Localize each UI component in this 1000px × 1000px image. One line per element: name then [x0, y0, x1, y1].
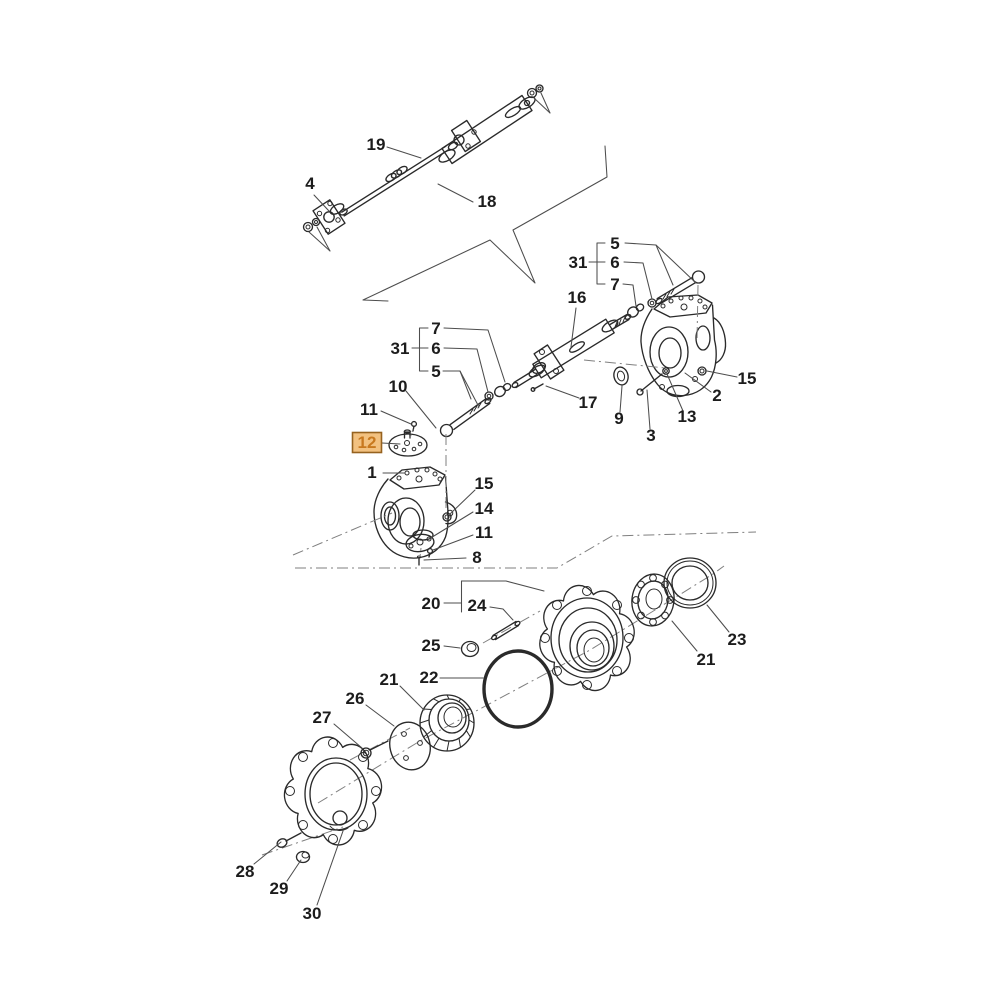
callout-24[interactable]: 24 — [468, 596, 487, 615]
callout-9[interactable]: 9 — [614, 409, 623, 428]
plug-29 — [295, 850, 311, 864]
callout-6-right[interactable]: 6 — [610, 253, 619, 272]
hub-bearing-outer — [631, 573, 675, 627]
callout-4[interactable]: 4 — [305, 174, 315, 193]
callout-21-bottom[interactable]: 21 — [380, 670, 399, 689]
callout-17[interactable]: 17 — [579, 393, 598, 412]
callout-25[interactable]: 25 — [422, 636, 441, 655]
callout-30[interactable]: 30 — [303, 904, 322, 923]
callout-6-left[interactable]: 6 — [431, 339, 440, 358]
knuckle-right — [613, 294, 727, 398]
callouts: 19 4 18 5 6 7 31 16 17 7 6 5 31 10 11 12… — [236, 135, 757, 923]
callout-11-lower[interactable]: 11 — [475, 523, 493, 542]
tie-rod-left — [439, 382, 512, 438]
plug-25 — [460, 640, 480, 658]
callout-20[interactable]: 20 — [422, 594, 441, 613]
callout-10[interactable]: 10 — [389, 377, 408, 396]
wheel-hub — [528, 575, 646, 701]
callout-18[interactable]: 18 — [478, 192, 497, 211]
callout-14[interactable]: 14 — [475, 499, 494, 518]
callout-15-left[interactable]: 15 — [475, 474, 494, 493]
callout-12[interactable]: 12 — [358, 433, 377, 452]
leader-lines — [253, 92, 738, 906]
axle-shaft — [511, 313, 632, 392]
callout-19[interactable]: 19 — [367, 135, 386, 154]
callout-13[interactable]: 13 — [678, 407, 697, 426]
callout-3[interactable]: 3 — [646, 426, 655, 445]
callout-31-left[interactable]: 31 — [391, 339, 410, 358]
hub-carrier — [276, 729, 390, 853]
callout-15-right[interactable]: 15 — [738, 369, 757, 388]
callout-7-left[interactable]: 7 — [431, 319, 440, 338]
break-arrow — [362, 145, 608, 302]
callout-22[interactable]: 22 — [420, 668, 439, 687]
o-ring — [482, 649, 554, 729]
callout-27[interactable]: 27 — [313, 708, 332, 727]
callout-23[interactable]: 23 — [728, 630, 747, 649]
callout-5-left[interactable]: 5 — [431, 362, 440, 381]
dowel-pin — [490, 620, 521, 641]
callout-5-right[interactable]: 5 — [610, 234, 619, 253]
callout-29[interactable]: 29 — [270, 879, 289, 898]
callout-31-right[interactable]: 31 — [569, 253, 588, 272]
hub-bearing-inner — [419, 694, 475, 752]
callout-21-top[interactable]: 21 — [697, 650, 716, 669]
callout-11-upper[interactable]: 11 — [360, 400, 378, 419]
propshaft-assembly — [302, 84, 544, 235]
callout-7-right[interactable]: 7 — [610, 275, 619, 294]
callout-2[interactable]: 2 — [712, 386, 721, 405]
callout-8[interactable]: 8 — [472, 548, 481, 567]
callout-16[interactable]: 16 — [568, 288, 587, 307]
centerlines — [261, 284, 757, 856]
seal-ring — [663, 557, 717, 609]
knuckle-left — [373, 420, 458, 566]
bolt-27 — [360, 740, 389, 759]
callout-28[interactable]: 28 — [236, 862, 255, 881]
callout-26[interactable]: 26 — [346, 689, 365, 708]
callout-12-highlight[interactable] — [351, 431, 383, 454]
callout-1[interactable]: 1 — [367, 463, 376, 482]
thrust-plate — [389, 721, 431, 771]
